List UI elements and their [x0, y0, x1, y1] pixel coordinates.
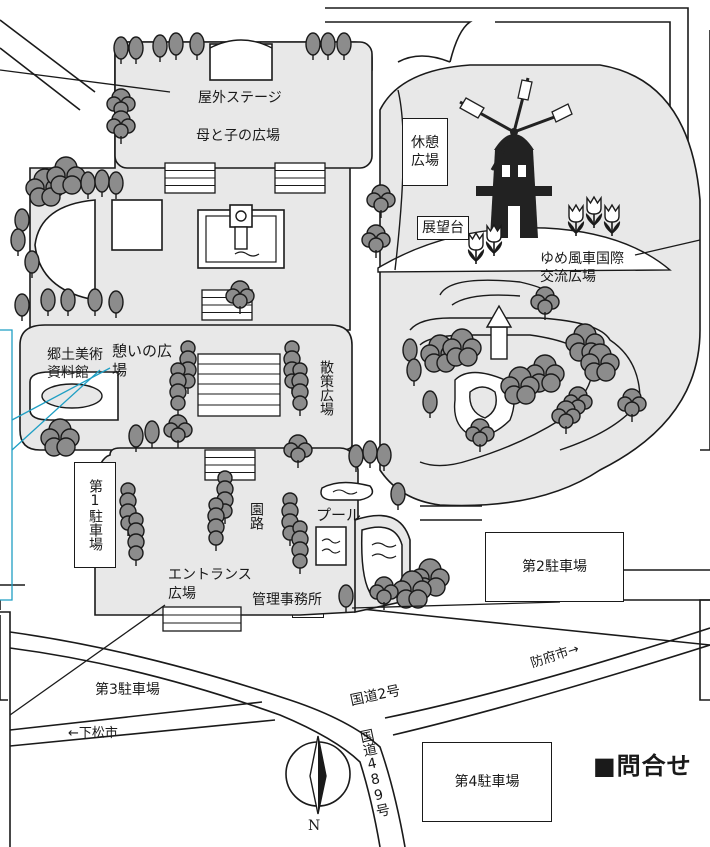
parking-1-box: 第1駐車場 — [74, 462, 116, 568]
label-museum: 郷土美術資料館 — [47, 347, 103, 381]
label-garden-path: 園路 — [248, 502, 264, 530]
label-outdoor-stage: 屋外ステージ — [198, 90, 282, 106]
roads — [0, 7, 710, 847]
label-parking-1: 第1駐車場 — [87, 479, 103, 551]
observatory-box: 展望台 — [417, 216, 469, 240]
label-parking-4: 第4駐車場 — [454, 774, 520, 790]
leader-lines — [0, 329, 111, 601]
label-north: N — [308, 818, 321, 834]
outdoor-stage — [209, 43, 273, 81]
office-box: 管理事務所 — [245, 588, 329, 612]
label-rest-plaza: 休憩広場 — [411, 135, 439, 169]
label-to-kudamatsu: ←下松市 — [68, 726, 118, 741]
small-lawn — [111, 199, 163, 251]
fountain — [197, 204, 285, 269]
label-entrance-plaza: エントランス広場 — [168, 567, 252, 602]
label-mother-child-plaza: 母と子の広場 — [196, 128, 280, 144]
rest-plaza-box: 休憩広場 — [402, 118, 448, 186]
north-arrow-icon — [285, 735, 351, 815]
label-pool: プール — [316, 506, 362, 524]
side-borders — [699, 30, 710, 701]
middle-steps — [197, 353, 281, 417]
label-parking-3: 第3駐車場 — [95, 682, 160, 698]
small-pond — [320, 481, 374, 501]
windmill-icon — [459, 77, 573, 238]
label-walk-plaza: 散策広場 — [318, 360, 334, 416]
callout-lines — [0, 69, 701, 716]
parking-2-box: 第2駐車場 — [485, 532, 624, 602]
label-office: 管理事務所 — [252, 592, 322, 608]
left-edge-lines — [0, 600, 8, 701]
parking-4-box: 第4駐車場 — [422, 742, 552, 822]
spire — [485, 304, 513, 360]
label-parking-2: 第2駐車場 — [522, 559, 587, 575]
entrance-steps — [162, 606, 242, 632]
inquiry-heading: ■問合せ — [593, 752, 692, 780]
steps-1 — [164, 162, 216, 194]
label-windmill-plaza: ゆめ風車国際交流広場 — [540, 251, 624, 285]
steps-2 — [274, 162, 326, 194]
label-relax-plaza: 憩いの広場 — [112, 342, 173, 379]
label-observatory: 展望台 — [422, 220, 464, 236]
